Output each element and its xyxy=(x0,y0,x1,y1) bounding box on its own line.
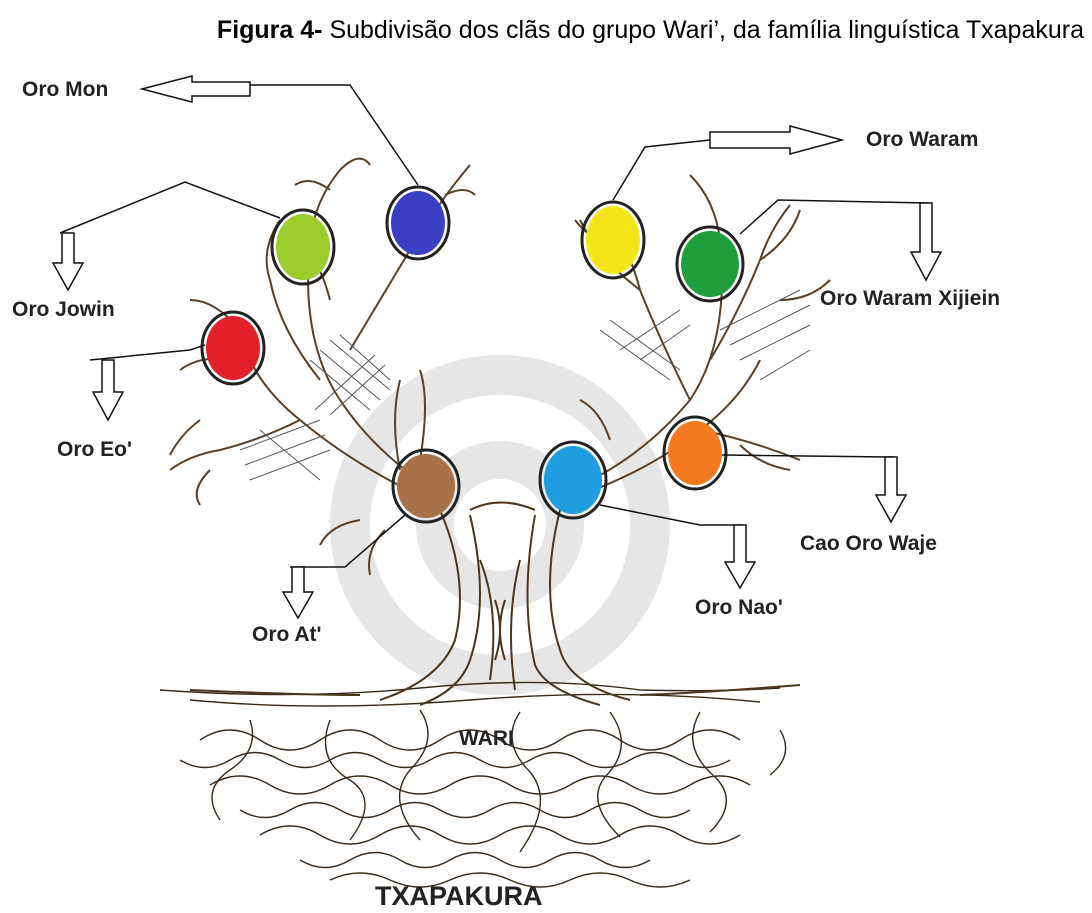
roots-label: TXAPAKURA xyxy=(375,881,543,911)
roots-network xyxy=(160,682,786,887)
label-oro-eo: Oro Eo' xyxy=(57,438,132,461)
arrow-oro-nao xyxy=(725,525,755,588)
arrow-oro-waram xyxy=(710,126,842,154)
label-oro-jowin: Oro Jowin xyxy=(12,298,115,321)
medallion-oro-mon xyxy=(387,187,449,259)
medallion-oro-at xyxy=(393,450,459,522)
leader-lines xyxy=(60,85,928,567)
label-oro-nao: Oro Nao' xyxy=(695,596,783,619)
label-oro-at: Oro At' xyxy=(252,623,322,646)
arrow-oro-mon xyxy=(142,76,250,102)
label-cao-oro-waje: Cao Oro Waje xyxy=(800,532,937,555)
medallion-oro-nao xyxy=(540,442,606,518)
trunk-label: WARI xyxy=(459,727,514,750)
arrow-oro-jowin xyxy=(53,233,83,290)
label-oro-waram: Oro Waram xyxy=(866,128,978,151)
medallion-oro-waram-xijiein xyxy=(677,227,743,301)
medallion-oro-waram xyxy=(582,202,644,278)
medallion-oro-eo xyxy=(202,312,264,384)
arrow-cao-oro-waje xyxy=(876,457,906,522)
arrow-oro-eo xyxy=(93,360,123,420)
arrow-oro-waram-xijiein xyxy=(911,203,941,280)
medallion-cao-oro-waje xyxy=(664,417,726,489)
arrow-oro-at xyxy=(283,567,313,618)
medallion-oro-jowin xyxy=(272,210,334,284)
label-oro-waram-xijiein: Oro Waram Xijiein xyxy=(820,287,1000,310)
label-oro-mon: Oro Mon xyxy=(22,78,108,101)
